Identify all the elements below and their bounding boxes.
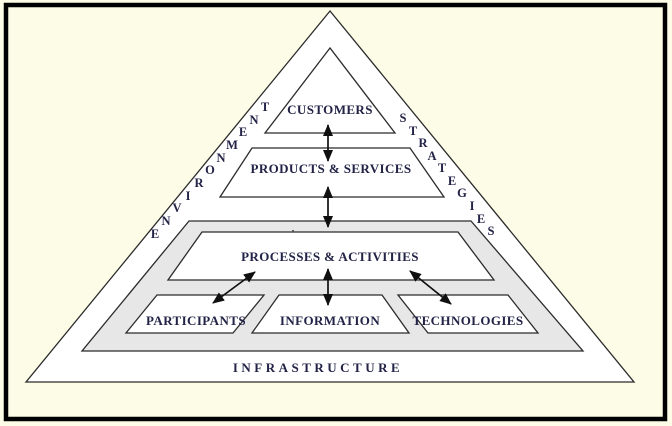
arrow-processes-technologies bbox=[409, 270, 452, 305]
strategies-letter: S bbox=[488, 224, 495, 238]
environment-letter: N bbox=[161, 214, 170, 228]
arrow-processes-participants bbox=[212, 271, 256, 304]
technologies-label: TECHNOLOGIES bbox=[413, 313, 524, 328]
environment-letter: M bbox=[226, 138, 238, 152]
environment-letter: N bbox=[216, 151, 225, 165]
strategies-letter: S bbox=[400, 111, 407, 125]
strategies-letter: I bbox=[470, 199, 475, 213]
strategies-letter: E bbox=[448, 174, 456, 188]
strategies-letter: A bbox=[427, 149, 436, 163]
information-box bbox=[250, 294, 411, 334]
products-services-label: PRODUCTS & SERVICES bbox=[250, 161, 411, 176]
strategies-letter: E bbox=[477, 212, 485, 226]
products-services-box bbox=[218, 147, 446, 198]
strategies-edge-word: S T R A T E G I E S bbox=[400, 111, 495, 238]
processes-activities-label: PROCESSES & ACTIVITIES bbox=[241, 249, 419, 264]
environment-letter: V bbox=[172, 201, 181, 215]
processes-activities-box bbox=[166, 231, 496, 281]
stray-dot bbox=[291, 229, 295, 233]
environment-letter: N bbox=[249, 113, 258, 127]
environment-letter: E bbox=[239, 125, 247, 139]
environment-letter: R bbox=[194, 176, 204, 190]
environment-letter: I bbox=[186, 189, 191, 203]
strategies-letter: G bbox=[457, 186, 467, 200]
outer-frame bbox=[3, 2, 668, 422]
strategies-letter: T bbox=[438, 161, 447, 175]
participants-label: PARTICIPANTS bbox=[146, 313, 246, 328]
strategies-letter: R bbox=[418, 136, 428, 150]
environment-letter: E bbox=[151, 227, 159, 241]
environment-letter: T bbox=[261, 100, 270, 114]
information-label: INFORMATION bbox=[280, 313, 380, 328]
customers-label: CUSTOMERS bbox=[287, 102, 373, 117]
environment-letter: O bbox=[205, 163, 215, 177]
infrastructure-label: INFRASTRUCTURE bbox=[233, 360, 403, 375]
environment-edge-word: T N E M N O R I V N E bbox=[151, 100, 270, 241]
strategies-letter: T bbox=[409, 124, 418, 138]
